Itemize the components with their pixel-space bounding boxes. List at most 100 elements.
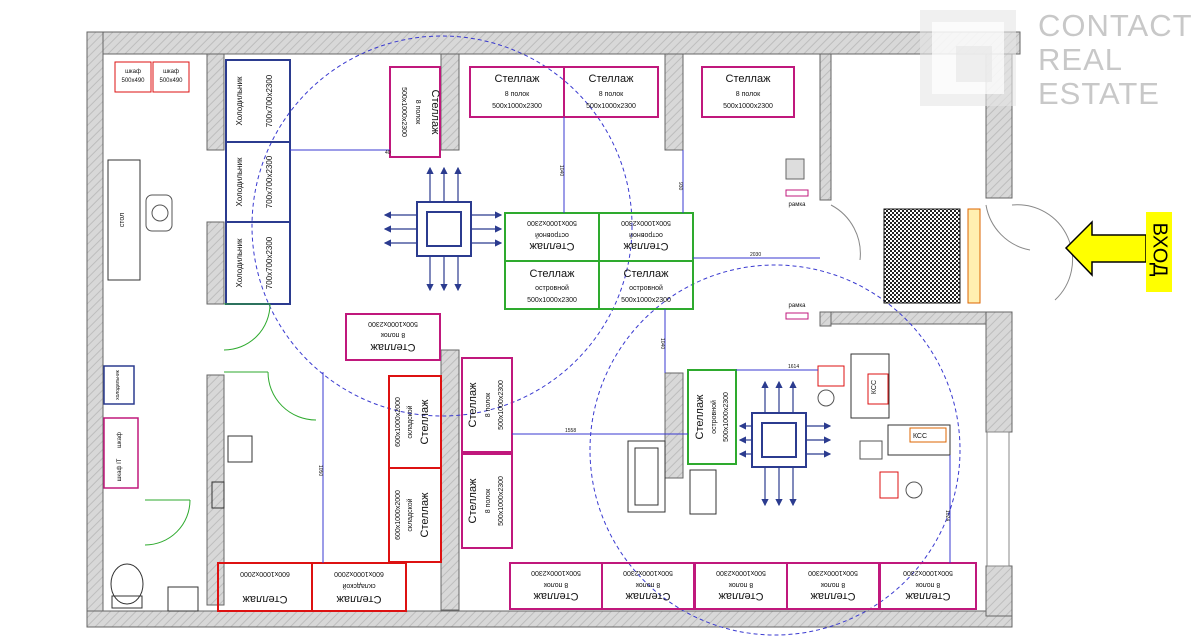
rack-size: 600х1000х2000 bbox=[240, 570, 290, 577]
cabinet-it-label: шкаф IT bbox=[117, 458, 123, 481]
dim-label: 1558 bbox=[565, 428, 576, 434]
rack-title: Стеллаж bbox=[905, 590, 951, 602]
top-left-cabinets: шкаф 500х490 шкаф 500х490 bbox=[114, 61, 190, 93]
kss-label: КСС bbox=[913, 433, 927, 440]
entrance-doors bbox=[830, 204, 1073, 301]
rack-type: островной bbox=[629, 284, 663, 292]
top-racks bbox=[469, 66, 795, 118]
cash-counters bbox=[627, 440, 717, 515]
company-logo: CONTACT REAL ESTATE bbox=[920, 8, 1193, 110]
rack-shelves: 8 полок bbox=[635, 581, 660, 588]
dimension-lines bbox=[290, 117, 951, 563]
frame-label: рамка bbox=[789, 202, 807, 208]
rack-title: Стеллаж bbox=[429, 90, 441, 136]
ac-unit-icon bbox=[738, 380, 832, 507]
fridge-label: Холодильник bbox=[235, 238, 244, 287]
rack-size: 500х1000х2300 bbox=[498, 380, 505, 430]
rack-shelves: 8 полок bbox=[915, 581, 940, 588]
rack-title: Стеллаж bbox=[419, 492, 431, 538]
entrance-sensor bbox=[967, 208, 981, 304]
fridge-size: 700х700х2300 bbox=[265, 236, 274, 289]
rack-size: 600х1000х2000 bbox=[334, 570, 384, 577]
rack-title: Стеллаж bbox=[242, 593, 288, 605]
rack-shelves: 8 полок bbox=[728, 581, 753, 588]
top-rack-labels: Стеллаж 8 полок 500х1000х2300 Стеллаж 8 … bbox=[492, 73, 773, 110]
rack-title: Стеллаж bbox=[530, 268, 576, 280]
fridge-size: 700х700х2300 bbox=[265, 74, 274, 127]
cabinet-small-label: шкаф bbox=[117, 432, 123, 448]
rack-title: Стеллаж bbox=[467, 478, 479, 524]
rack-title: Стеллаж bbox=[533, 590, 579, 602]
fridge-size: 700х700х2300 bbox=[265, 155, 274, 208]
rack-shelves: 8 полок bbox=[485, 392, 492, 417]
warehouse-racks bbox=[388, 375, 442, 563]
rack-type: островной bbox=[535, 231, 569, 239]
rack-title: Стеллаж bbox=[810, 590, 856, 602]
rack-size: 500х1000х2300 bbox=[527, 297, 577, 304]
security-frames: рамка рамка bbox=[785, 158, 809, 320]
cabinet-label: шкаф bbox=[163, 69, 179, 75]
dim-label: 930 bbox=[677, 182, 683, 191]
rack-title: Стеллаж bbox=[623, 240, 669, 252]
rack-size: 500х1000х2300 bbox=[903, 569, 953, 576]
cabinet-label: шкаф bbox=[125, 69, 141, 75]
rack-shelves: 8 полок bbox=[543, 581, 568, 588]
dim-label: 2030 bbox=[750, 252, 761, 258]
rack-shelves: 8 полок bbox=[820, 581, 845, 588]
logo-mark-icon bbox=[920, 10, 1016, 106]
rack-size: 500х1000х2300 bbox=[716, 569, 766, 576]
rack-size: 600х1000х2000 bbox=[395, 397, 402, 447]
rack-type: складской bbox=[342, 582, 375, 590]
ac-unit-icon bbox=[383, 166, 503, 292]
island-rack-right: Стеллаж островной 500х1000х2300 bbox=[687, 369, 737, 465]
bottom-left-racks bbox=[217, 562, 407, 612]
rack-type: складской bbox=[406, 405, 414, 438]
rack-title: Стеллаж bbox=[625, 590, 671, 602]
fridge-small-label: холодильник bbox=[115, 369, 121, 400]
bottom-racks bbox=[509, 562, 977, 610]
dim-label: 1024 bbox=[944, 510, 950, 521]
cabinet-size: 500х490 bbox=[121, 78, 145, 84]
bottom-rack-labels: Стеллаж 8 полок 500х1000х2300 Стеллаж 8 … bbox=[531, 569, 953, 602]
rack-title: Стеллаж bbox=[336, 593, 382, 605]
entrance-arrow-icon bbox=[1064, 220, 1147, 277]
rack-size: 600х1000х2000 bbox=[395, 490, 402, 540]
dim-label: 1614 bbox=[788, 364, 799, 370]
rack-size: 500х1000х2300 bbox=[621, 219, 671, 226]
rack-shelves: 8 полок bbox=[380, 331, 405, 338]
dim-label: 1040 bbox=[558, 165, 564, 176]
rack-size: 500х1000х2300 bbox=[723, 103, 773, 110]
fridges: Холодильник 700х700х2300 Холодильник 700… bbox=[225, 59, 291, 305]
rack-shelves: 8 полок bbox=[599, 91, 624, 98]
rack-mid: Стеллаж 8 полок 500х1000х2300 bbox=[345, 313, 441, 361]
desk bbox=[107, 159, 141, 281]
dim-label: 40 bbox=[385, 150, 391, 156]
window bbox=[986, 431, 1010, 567]
rack-type: островной bbox=[629, 231, 663, 239]
inner-walls bbox=[206, 53, 987, 611]
cabinet-size: 500х490 bbox=[159, 78, 183, 84]
bottom-left-rack-labels: Стеллаж 600х1000х2000 Стеллаж складской … bbox=[240, 570, 384, 605]
rack-shelves: 8 полок bbox=[414, 100, 421, 125]
rack-size: 500х1000х2300 bbox=[808, 569, 858, 576]
warehouse-rack-labels: Стеллаж складской 600х1000х2000 Стеллаж … bbox=[395, 397, 431, 540]
rack-size: 500х1000х2300 bbox=[498, 476, 505, 526]
chair-icon bbox=[145, 194, 173, 232]
ac-coverage-circles bbox=[251, 35, 961, 636]
frame-label: рамка bbox=[789, 303, 807, 309]
entrance-mat bbox=[883, 208, 961, 304]
rack-title: Стеллаж bbox=[589, 73, 635, 85]
left-furniture: холодильник шкаф шкаф IT bbox=[103, 365, 253, 612]
entrance-label-box: ВХОД bbox=[1146, 212, 1172, 292]
rack-type: складской bbox=[406, 498, 414, 531]
rack-title: Стеллаж bbox=[467, 382, 479, 428]
logo-line-1: CONTACT bbox=[1038, 8, 1193, 43]
rack-size: 500х1000х2300 bbox=[621, 297, 671, 304]
rack-type: островной bbox=[535, 284, 569, 292]
vertical-rack-mid-labels: Стеллаж 8 полок 500х1000х2300 Стеллаж 8 … bbox=[467, 380, 505, 526]
vertical-racks-mid bbox=[461, 357, 513, 549]
island-rack-labels: Стеллаж островной 500х1000х2300 Стеллаж … bbox=[527, 219, 671, 304]
entrance-label: ВХОД bbox=[1148, 222, 1171, 277]
rack-shelves: 8 полок bbox=[736, 91, 761, 98]
rack-title: Стеллаж bbox=[726, 73, 772, 85]
